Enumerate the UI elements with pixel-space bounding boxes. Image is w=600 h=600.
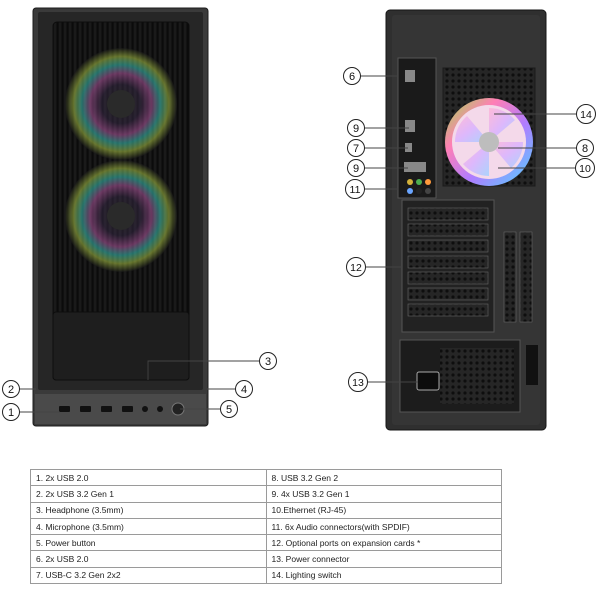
- callout-11: 11: [345, 179, 365, 199]
- legend-cell: 6. 2x USB 2.0: [30, 550, 267, 568]
- legend-cell: 9. 4x USB 3.2 Gen 1: [265, 485, 502, 503]
- svg-text:10: 10: [579, 163, 591, 175]
- power-connector-icon: [416, 371, 440, 391]
- callout-13: 13: [348, 372, 368, 392]
- svg-text:9: 9: [353, 163, 359, 175]
- pc-case-diagram: 1 2 3 4 5 6 9 7 9 11 12 13 14 8 10: [2, 7, 596, 431]
- svg-text:2: 2: [8, 384, 14, 396]
- legend-cell: 11. 6x Audio connectors(with SPDIF): [265, 517, 502, 536]
- svg-text:3: 3: [265, 356, 271, 368]
- svg-text:5: 5: [226, 404, 232, 416]
- front-psu-shroud: [52, 311, 190, 381]
- svg-text:14: 14: [580, 109, 592, 121]
- legend-cell: 7. USB-C 3.2 Gen 2x2: [30, 566, 267, 585]
- legend-cell: 10.Ethernet (RJ-45): [265, 501, 502, 519]
- table-row: 1. 2x USB 2.0 8. USB 3.2 Gen 2: [30, 468, 502, 487]
- svg-text:6: 6: [349, 71, 355, 83]
- callout-5: 5: [220, 400, 238, 418]
- legend-cell: 1. 2x USB 2.0: [30, 468, 267, 487]
- table-row: 4. Microphone (3.5mm) 11. 6x Audio conne…: [30, 517, 502, 536]
- port-legend-table: 1. 2x USB 2.0 8. USB 3.2 Gen 2 2. 2x USB…: [30, 468, 502, 585]
- table-row: 2. 2x USB 3.2 Gen 1 9. 4x USB 3.2 Gen 1: [30, 485, 502, 503]
- rear-view-case: [385, 9, 547, 431]
- callout-1: 1: [2, 403, 20, 421]
- callout-2: 2: [2, 380, 20, 398]
- svg-text:12: 12: [350, 262, 362, 274]
- svg-text:13: 13: [352, 377, 364, 389]
- svg-text:8: 8: [582, 143, 588, 155]
- legend-cell: 12. Optional ports on expansion cards *: [265, 534, 502, 552]
- headphone-jack-icon: [142, 406, 148, 412]
- legend-cell: 14. Lighting switch: [265, 566, 502, 585]
- callout-7: 7: [347, 139, 365, 157]
- legend-cell: 2. 2x USB 3.2 Gen 1: [30, 485, 267, 503]
- legend-cell: 5. Power button: [30, 534, 267, 552]
- table-row: 7. USB-C 3.2 Gen 2x2 14. Lighting switch: [30, 566, 502, 585]
- svg-text:4: 4: [241, 384, 247, 396]
- callout-9-upper: 9: [347, 119, 365, 137]
- callout-9-lower: 9: [347, 159, 365, 177]
- table-row: 3. Headphone (3.5mm) 10.Ethernet (RJ-45): [30, 501, 502, 519]
- callout-14: 14: [576, 104, 596, 124]
- callout-10: 10: [575, 158, 595, 178]
- table-row: 5. Power button 12. Optional ports on ex…: [30, 534, 502, 552]
- microphone-jack-icon: [157, 406, 163, 412]
- callout-3: 3: [259, 352, 277, 370]
- callout-12: 12: [346, 257, 366, 277]
- table-row: 6. 2x USB 2.0 13. Power connector: [30, 550, 502, 568]
- svg-text:11: 11: [350, 184, 361, 196]
- callout-4: 4: [235, 380, 253, 398]
- legend-cell: 4. Microphone (3.5mm): [30, 517, 267, 536]
- legend-cell: 13. Power connector: [265, 550, 502, 568]
- legend-cell: 8. USB 3.2 Gen 2: [265, 468, 502, 487]
- legend-cell: 3. Headphone (3.5mm): [30, 501, 267, 519]
- svg-text:1: 1: [8, 407, 14, 419]
- svg-text:7: 7: [353, 143, 359, 155]
- svg-text:9: 9: [353, 123, 359, 135]
- callout-6: 6: [343, 67, 361, 85]
- callout-8: 8: [576, 139, 594, 157]
- front-view-case: [32, 7, 209, 427]
- front-usb-ports: [59, 406, 133, 412]
